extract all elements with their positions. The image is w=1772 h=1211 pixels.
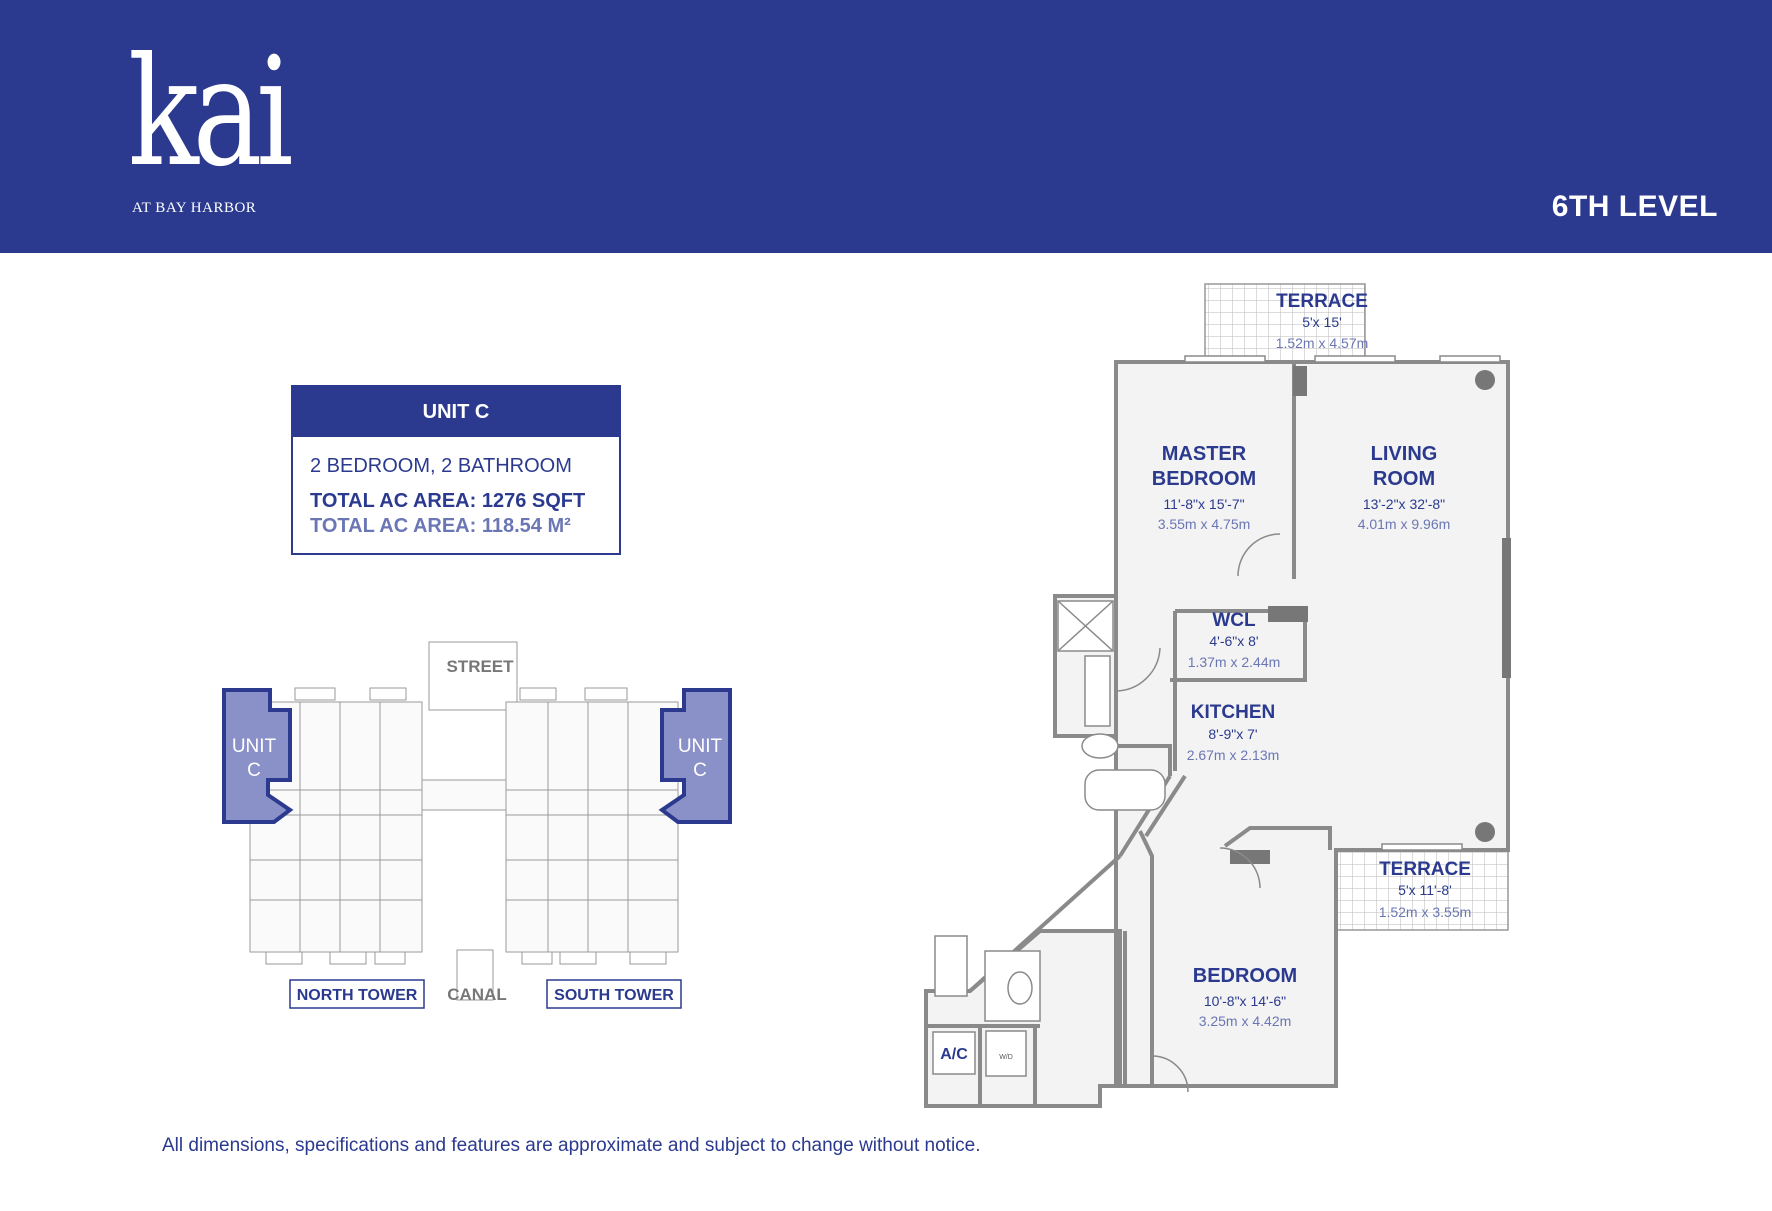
column-mark [1293, 366, 1307, 396]
master-bedroom-dim-m: 3.55m x 4.75m [1158, 516, 1251, 532]
window-mark [1502, 538, 1511, 678]
unit-floor-outline [924, 360, 1510, 1108]
vanity [1084, 655, 1111, 727]
terrace-right-dim-m: 1.52m x 3.55m [1379, 904, 1472, 920]
south-tower-outline [505, 701, 679, 953]
building-key-plan: UNIT C UNIT C STREET CANAL NORTH TOWER S… [222, 641, 732, 1009]
living-room-dim-m: 4.01m x 9.96m [1358, 516, 1451, 532]
kitchen-dim-ft: 8'-9"x 7' [1208, 726, 1257, 742]
bathtub [1084, 769, 1166, 811]
living-room-name-2: ROOM [1373, 468, 1435, 490]
terrace-right [1335, 849, 1509, 931]
toilet [1081, 733, 1119, 759]
ac-label: A/C [940, 1046, 968, 1063]
cabinet-mark [1268, 606, 1308, 622]
vanity-2 [934, 935, 968, 997]
north-tower-box [289, 979, 425, 1009]
unit-rooms: 2 BEDROOM, 2 BATHROOM [310, 455, 572, 477]
unit-c-south-highlight [658, 688, 732, 824]
wcl-name: WCL [1212, 610, 1256, 631]
kitchen-name: KITCHEN [1191, 702, 1275, 723]
kai-logo: kai AT BAY HARBOR [128, 28, 294, 226]
header-banner: kai AT BAY HARBOR 6TH LEVEL [0, 0, 1772, 253]
core-corridor [421, 779, 507, 811]
canal-label: CANAL [447, 985, 507, 1004]
toilet-2 [1007, 971, 1033, 1005]
terrace-top-dim-m: 1.52m x 4.57m [1276, 335, 1369, 351]
master-bedroom-name-2: BEDROOM [1152, 468, 1256, 490]
terrace-top [1204, 283, 1366, 363]
unit-info-card: UNIT C 2 BEDROOM, 2 BATHROOM TOTAL AC AR… [291, 385, 621, 555]
wcl-dim-ft: 4'-6"x 8' [1209, 633, 1258, 649]
bedroom-dim-m: 3.25m x 4.42m [1199, 1013, 1292, 1029]
south-tower-label: SOUTH TOWER [554, 987, 674, 1004]
master-bedroom-name-1: MASTER [1162, 443, 1247, 465]
terrace-top-dim-ft: 5'x 15' [1302, 314, 1342, 330]
unit-c-north-label: UNIT [232, 736, 277, 757]
unit-c-south-letter: C [693, 760, 707, 781]
level-label: 6TH LEVEL [1551, 190, 1718, 223]
street-label: STREET [446, 657, 514, 676]
unit-area-m2: TOTAL AC AREA: 118.54 M² [310, 515, 571, 537]
unit-title: UNIT C [293, 387, 619, 437]
unit-c-north-letter: C [247, 760, 261, 781]
wcl-dim-m: 1.37m x 2.44m [1188, 654, 1281, 670]
ac-closet [932, 1031, 976, 1075]
wd-label: W/D [999, 1054, 1013, 1061]
south-tower-box [546, 979, 682, 1009]
terrace-right-dim-ft: 5'x 11'-8' [1398, 882, 1452, 898]
logo-subtitle: AT BAY HARBOR [132, 200, 257, 216]
column-circle-top [1475, 370, 1495, 390]
unit-area-sqft: TOTAL AC AREA: 1276 SQFT [310, 490, 586, 512]
canal-area [456, 949, 494, 1001]
unit-c-south-label: UNIT [678, 736, 723, 757]
logo-word: kai [128, 26, 294, 200]
bedroom-dim-ft: 10'-8"x 14'-6" [1204, 993, 1286, 1009]
bedroom-name: BEDROOM [1193, 965, 1297, 987]
street-area [428, 641, 518, 711]
master-bedroom-dim-ft: 11'-8"x 15'-7" [1163, 496, 1244, 512]
terrace-top-name: TERRACE [1276, 291, 1368, 312]
living-room-name-1: LIVING [1371, 443, 1438, 465]
unit-floor-plan: TERRACE 5'x 15' 1.52m x 4.57m MASTER BED… [924, 283, 1511, 1108]
kitchen-dim-m: 2.67m x 2.13m [1187, 747, 1280, 763]
north-tower-label: NORTH TOWER [297, 987, 418, 1004]
disclaimer-text: All dimensions, specifications and featu… [162, 1135, 981, 1156]
washer-dryer [985, 1030, 1027, 1077]
unit-c-north-highlight [222, 688, 294, 824]
living-room-dim-ft: 13'-2"x 32'-8" [1363, 496, 1445, 512]
terrace-right-name: TERRACE [1379, 859, 1471, 880]
column-circle-bottom [1475, 822, 1495, 842]
